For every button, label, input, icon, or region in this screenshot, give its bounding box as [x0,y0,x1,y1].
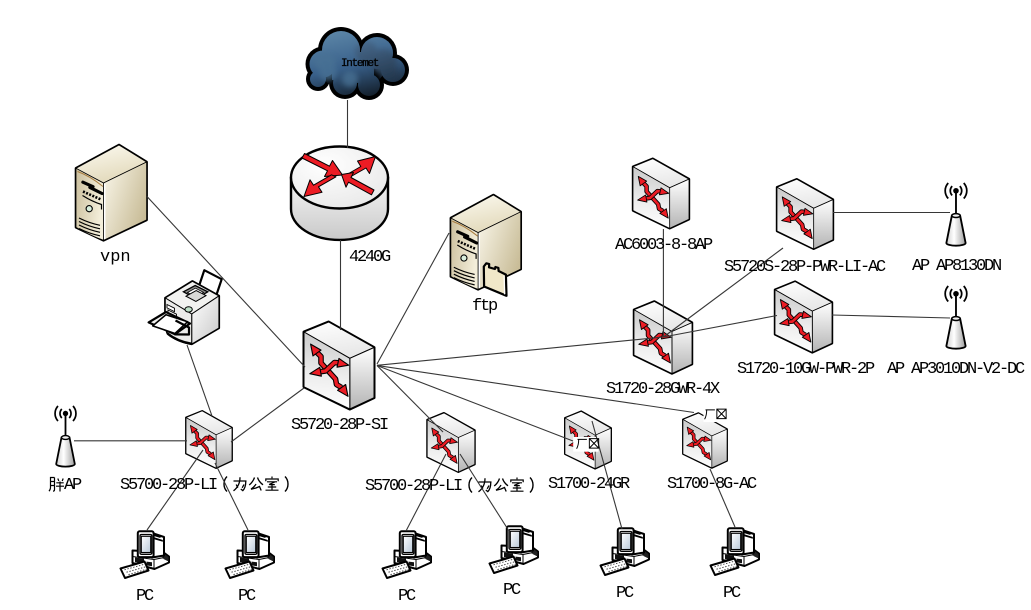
svg-text:4240G: 4240G [349,248,391,267]
svg-text:S1700-8G-AC: S1700-8G-AC [667,475,757,494]
svg-text:S1720-28GWR-4X: S1720-28GWR-4X [606,380,720,399]
svg-text:S5720S-28P-PWR-LI-AC: S5720S-28P-PWR-LI-AC [724,258,886,277]
svg-text:AP: AP [64,476,82,495]
svg-text:S5700-28P-LI: S5700-28P-LI [120,476,217,495]
svg-text:PC: PC [723,584,741,603]
svg-text:PC: PC [238,587,256,606]
svg-text:PC: PC [503,581,521,600]
svg-text:PC: PC [616,584,634,603]
svg-text:PC: PC [398,587,416,606]
svg-text:vpn: vpn [100,248,131,267]
svg-text:S5700-28P-LI: S5700-28P-LI [365,477,462,496]
svg-text:AP AP8130DN: AP AP8130DN [912,257,1001,276]
svg-text:S1700-24GR: S1700-24GR [548,475,630,494]
svg-text:PC: PC [136,587,154,606]
svg-text:S5720-28P-SI: S5720-28P-SI [291,416,388,435]
svg-text:S1720-10GW-PWR-2P: S1720-10GW-PWR-2P [737,360,875,379]
svg-text:AP AP3010DN-V2-DC: AP AP3010DN-V2-DC [887,360,1025,379]
svg-text:AC6003-8-8AP: AC6003-8-8AP [615,236,713,255]
svg-text:Intemet: Intemet [341,58,379,70]
svg-text:ftp: ftp [472,297,498,316]
